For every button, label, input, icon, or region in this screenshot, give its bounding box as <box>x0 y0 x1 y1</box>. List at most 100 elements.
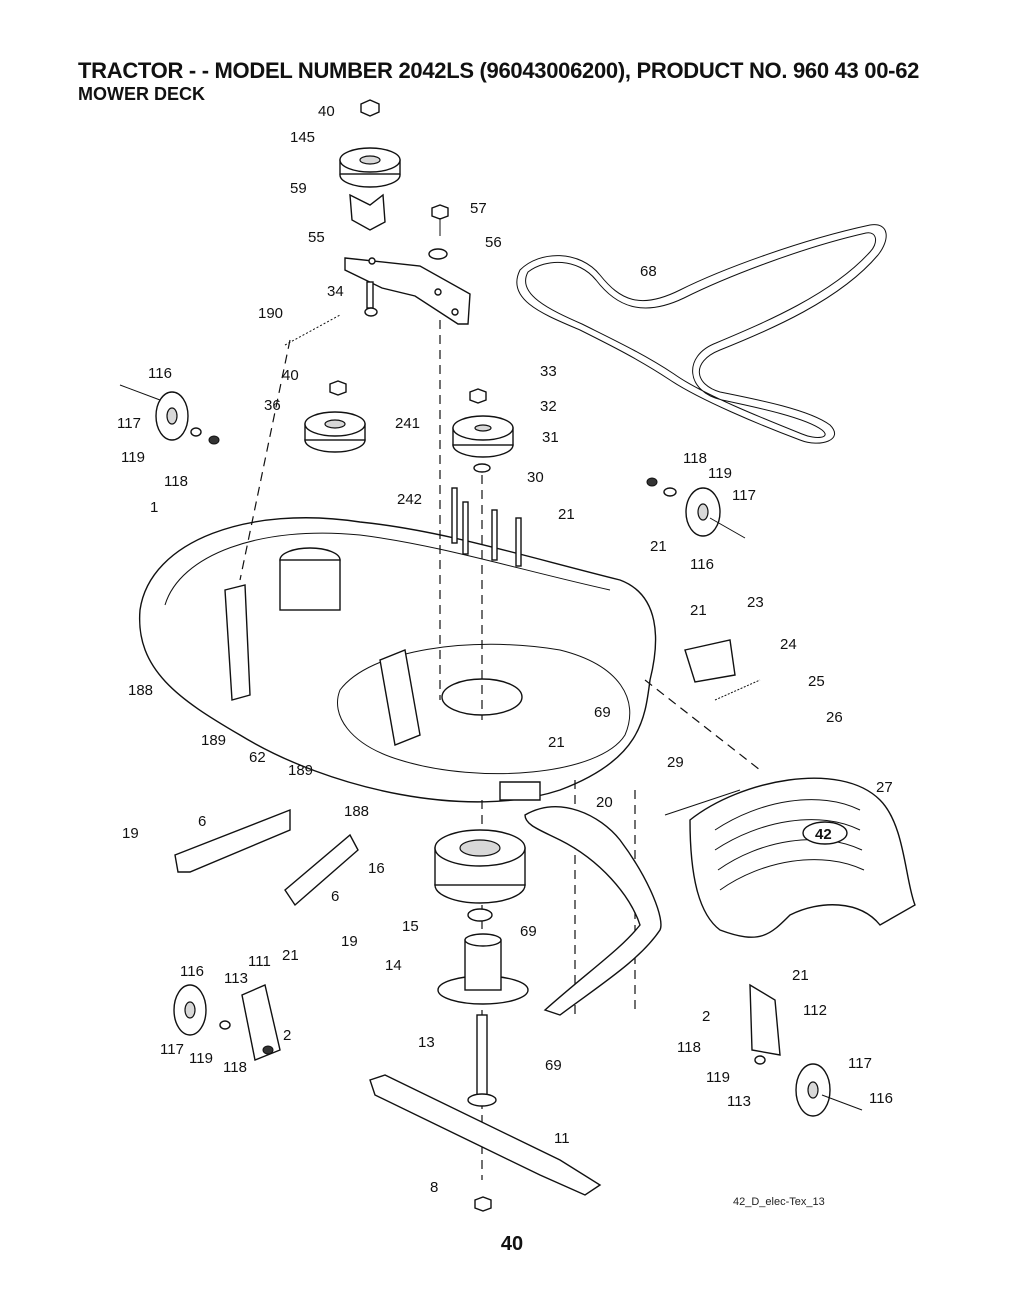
callout-label: 116 <box>690 556 714 573</box>
callout-label: 1 <box>150 499 158 516</box>
belt-shield <box>689 777 916 938</box>
callout-label: 21 <box>650 538 667 555</box>
callout-label: 26 <box>826 709 843 726</box>
callout-label: 118 <box>223 1059 247 1076</box>
return-spring <box>714 679 761 701</box>
callout-label: 62 <box>249 749 266 766</box>
callout-label: 20 <box>596 794 613 811</box>
callout-label: 242 <box>397 491 422 508</box>
callout-label: 29 <box>667 754 684 771</box>
baffle <box>524 806 662 1016</box>
callout-label: 69 <box>594 704 611 721</box>
callout-label: 118 <box>164 473 188 490</box>
callout-label: 116 <box>180 963 204 980</box>
blade-pulley <box>452 388 514 473</box>
document-code: 42_D_elec-Tex_13 <box>733 1196 825 1208</box>
callout-label: 55 <box>308 229 325 246</box>
callout-label: 15 <box>402 918 419 935</box>
callout-label: 145 <box>290 129 315 146</box>
front-hanger-right <box>284 833 359 907</box>
callout-label: 188 <box>128 682 153 699</box>
callout-label: 2 <box>702 1008 710 1025</box>
callout-label: 111 <box>248 953 271 970</box>
callout-label: 119 <box>708 465 732 482</box>
bolts-30 <box>451 487 522 567</box>
callout-label: 56 <box>485 234 502 251</box>
mower-deck <box>138 517 657 803</box>
callout-label: 21 <box>548 734 565 751</box>
callout-label: 119 <box>121 449 145 466</box>
callout-label: 16 <box>368 860 385 877</box>
callout-label: 59 <box>290 180 307 197</box>
callout-label: 21 <box>792 967 809 984</box>
belt-guide <box>349 193 386 231</box>
page-subtitle: MOWER DECK <box>78 84 205 104</box>
mower-blade <box>369 1074 602 1196</box>
callout-label: 23 <box>747 594 764 611</box>
callout-label: 69 <box>520 923 537 940</box>
idler-pulley <box>304 380 366 453</box>
callout-label: 19 <box>341 933 358 950</box>
callout-label: 117 <box>848 1055 872 1072</box>
idler-bracket <box>344 257 471 325</box>
callout-label: 241 <box>395 415 420 432</box>
callout-label: 57 <box>470 200 487 217</box>
spindle-assembly <box>437 933 529 1005</box>
callout-label: 21 <box>690 602 707 619</box>
bearing-housing <box>434 829 526 922</box>
callout-label: 69 <box>545 1057 562 1074</box>
callout-label: 40 <box>318 103 335 120</box>
front-hanger-left <box>174 808 291 873</box>
callout-label: 118 <box>683 450 707 467</box>
blade-bolt <box>474 1196 492 1212</box>
callout-label: 117 <box>732 487 756 504</box>
callout-label: 8 <box>430 1179 438 1196</box>
callout-label: 2 <box>283 1027 291 1044</box>
callout-label: 113 <box>727 1093 751 1110</box>
callout-label: 40 <box>282 367 299 384</box>
spindle-shaft <box>467 1014 497 1107</box>
gauge-wheel-right-top <box>646 477 746 539</box>
callout-label: 189 <box>288 762 313 779</box>
gauge-wheel-left-top <box>119 384 220 445</box>
callout-label: 118 <box>677 1039 701 1056</box>
callout-label: 30 <box>527 469 544 486</box>
callout-label: 34 <box>327 283 344 300</box>
page-title: TRACTOR - - MODEL NUMBER 2042LS (9604300… <box>78 58 920 83</box>
callout-label: 13 <box>418 1034 435 1051</box>
callout-label: 119 <box>189 1050 213 1067</box>
callout-label: 33 <box>540 363 557 380</box>
callout-label: 14 <box>385 957 402 974</box>
deck-size-emblem: 42 <box>815 826 832 843</box>
callout-label: 31 <box>542 429 559 446</box>
idler-pulley-top <box>339 99 401 188</box>
callout-label: 113 <box>224 970 248 987</box>
drive-belt <box>516 224 887 444</box>
callout-label: 117 <box>160 1041 184 1058</box>
callout-label: 6 <box>331 888 339 905</box>
callout-label: 25 <box>808 673 825 690</box>
callout-label: 190 <box>258 305 283 322</box>
gauge-wheel-left-bottom <box>173 984 281 1061</box>
gauge-wheel-right-bottom <box>749 983 863 1117</box>
callout-label: 36 <box>264 397 281 414</box>
callout-label: 24 <box>780 636 797 653</box>
page-number: 40 <box>500 1233 524 1255</box>
callout-label: 189 <box>201 732 226 749</box>
shield-rod <box>664 789 741 816</box>
callout-label: 32 <box>540 398 557 415</box>
callout-label: 116 <box>869 1090 893 1107</box>
callout-label: 119 <box>706 1069 730 1086</box>
callout-label: 19 <box>122 825 139 842</box>
idler-spring <box>284 314 341 346</box>
callout-label: 112 <box>803 1002 827 1019</box>
callout-label: 117 <box>117 415 141 432</box>
pivot-bracket <box>684 639 736 683</box>
callout-label: 68 <box>640 263 657 280</box>
callout-label: 21 <box>558 506 575 523</box>
callout-label: 6 <box>198 813 206 830</box>
callout-label: 116 <box>148 365 172 382</box>
